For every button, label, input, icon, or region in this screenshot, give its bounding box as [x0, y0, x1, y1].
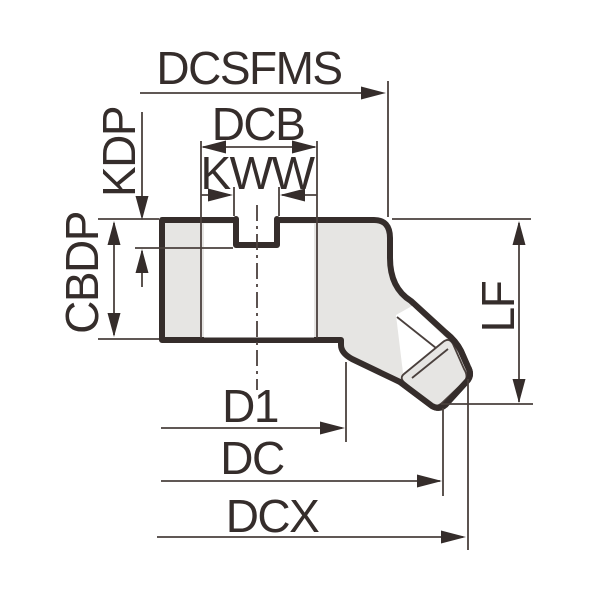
- cbdp-arrowhead-up: [107, 221, 121, 245]
- lf-arrowhead-down: [512, 379, 526, 403]
- kww-arrowhead-right: [280, 188, 305, 202]
- lf-arrowhead-up: [512, 221, 526, 245]
- cbdp-arrowhead-down: [107, 313, 121, 337]
- dimension-dcsfms: DCSFMS: [140, 42, 386, 100]
- cbdp-label: CBDP: [56, 212, 108, 334]
- dc-arrowhead: [417, 474, 442, 488]
- dimension-dc: DC: [161, 432, 442, 488]
- kdp-arrowhead-down: [135, 196, 149, 220]
- dimension-dcb: DCB: [201, 98, 317, 154]
- d1-arrowhead: [320, 421, 345, 435]
- dcb-arrowhead-right: [292, 140, 317, 154]
- dimension-kww: KWW: [200, 147, 317, 202]
- dcx-label: DCX: [226, 490, 319, 542]
- dcb-arrowhead-left: [201, 140, 226, 154]
- dimension-d1: D1: [161, 380, 345, 435]
- kww-label: KWW: [200, 147, 315, 199]
- kww-arrowhead-left: [208, 188, 233, 202]
- lf-label: LF: [472, 281, 524, 332]
- dcsfms-arrowhead: [361, 86, 386, 100]
- dimension-kdp: KDP: [93, 107, 149, 287]
- dcsfms-label: DCSFMS: [156, 42, 341, 94]
- dcb-label: DCB: [212, 98, 305, 150]
- insert-pocket-gap: [396, 306, 449, 373]
- insert-outer-edge: [397, 330, 473, 411]
- kdp-arrowhead-up: [135, 249, 149, 273]
- dcx-arrowhead: [441, 530, 466, 544]
- dimension-cbdp: CBDP: [56, 212, 121, 337]
- dimension-lf: LF: [472, 221, 526, 403]
- dc-label: DC: [220, 432, 284, 484]
- insert-chamfer-line: [411, 348, 449, 379]
- bore-void: [204, 223, 314, 338]
- kdp-label: KDP: [93, 107, 145, 197]
- dimension-dcx: DCX: [157, 490, 466, 544]
- pocket-seat-line: [396, 316, 442, 353]
- d1-label: D1: [222, 380, 278, 432]
